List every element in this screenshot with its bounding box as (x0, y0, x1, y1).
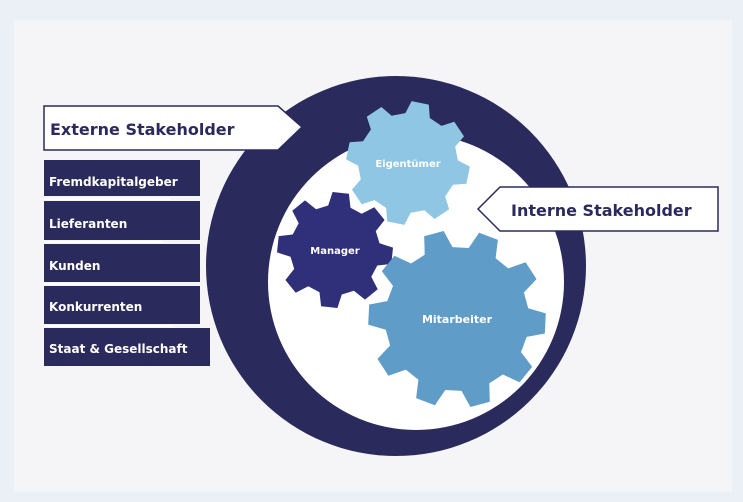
gear-mitarbeiter-label: Mitarbeiter (422, 313, 493, 326)
external-item-kunden: Kunden (49, 259, 100, 273)
internal-header: Interne Stakeholder (476, 186, 719, 232)
external-item-staat-gesellschaft: Staat & Gesellschaft (49, 342, 188, 356)
gear-eigentuemer: Eigentümer (346, 101, 470, 225)
external-item-bar (44, 160, 200, 196)
external-item-lieferanten: Lieferanten (49, 217, 127, 231)
external-header: Externe Stakeholder (43, 105, 304, 151)
external-item-bar (44, 244, 200, 282)
internal-header-arrow (476, 186, 719, 232)
external-list: Fremdkapitalgeber Lieferanten Kunden Kon… (44, 160, 210, 366)
gear-manager-label: Manager (310, 246, 360, 257)
external-item-konkurrenten: Konkurrenten (49, 300, 142, 314)
external-title: Externe Stakeholder (50, 120, 235, 139)
external-item-bar (44, 201, 200, 240)
external-item-bar (44, 286, 200, 324)
gear-manager: Manager (277, 192, 393, 308)
external-item-fremdkapitalgeber: Fremdkapitalgeber (49, 175, 178, 189)
external-header-arrow (43, 105, 304, 151)
gear-mitarbeiter: Mitarbeiter (368, 231, 546, 407)
gear-eigentuemer-label: Eigentümer (375, 159, 440, 170)
external-item-bar (44, 328, 210, 366)
internal-title: Interne Stakeholder (511, 201, 692, 220)
